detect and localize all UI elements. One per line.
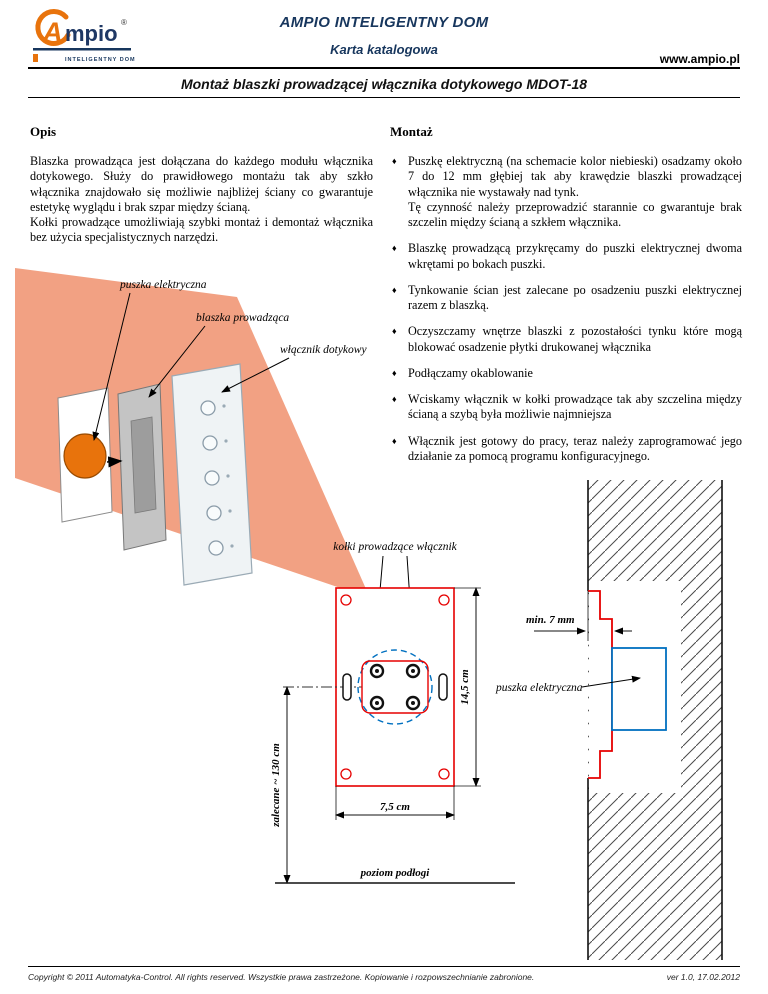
bullet-icon: ♦ <box>392 367 397 378</box>
electrical-box-plate <box>57 387 113 523</box>
inner-frame <box>361 660 429 714</box>
guide-plate <box>117 383 167 551</box>
plate-outline <box>335 587 455 787</box>
bullet-icon: ♦ <box>392 394 397 404</box>
bullet-icon: ♦ <box>392 284 397 295</box>
opis-section: Opis Blaszka prowadząca jest dołączana d… <box>30 124 373 246</box>
logo-divider <box>33 48 131 51</box>
page-title: Montaż blaszki prowadzącej włącznika dot… <box>180 76 588 92</box>
bullet-icon: ♦ <box>392 326 397 337</box>
leader-blaszka <box>148 325 206 398</box>
leader-puszka-section <box>581 675 641 688</box>
montaz-list: ♦ Puszkę elektryczną (na schemacie kolor… <box>390 154 742 464</box>
list-item-text: Podłączamy okablowanie <box>408 365 533 380</box>
footer-rule <box>28 966 740 967</box>
label-blaszka-prowadzaca: blaszka prowadząca <box>196 312 289 324</box>
wall-mount-illustration: puszka elektryczna blaszka prowadząca wł… <box>15 268 370 598</box>
ampio-logo: A mpio ® INTELIGENTNY DOM <box>33 8 135 63</box>
opis-paragraph-2: Kołki prowadzące umożliwiają szybki mont… <box>30 215 373 245</box>
wall-cross-section: min. 7 mm puszka elektryczna <box>495 480 723 960</box>
corner-hole <box>340 768 352 780</box>
list-item: ♦ Tynkowanie ścian jest zalecane po osad… <box>390 283 742 314</box>
list-item: ♦ Podłączamy okablowanie <box>390 366 742 381</box>
list-item: ♦ Puszkę elektryczną (na schemacie kolor… <box>390 154 742 230</box>
opis-heading: Opis <box>30 124 57 139</box>
company-title: AMPIO INTELIGENTNY DOM <box>279 14 489 31</box>
electrical-box-icon <box>63 433 107 479</box>
leader-puszka <box>92 292 131 441</box>
dim-distance: zalecane ~ 130 cm <box>270 743 282 828</box>
version-text: ver 1.0, 17.02.2012 <box>666 972 740 982</box>
logo-text: mpio <box>65 21 118 46</box>
montaz-section: Montaż ♦ Puszkę elektryczną (na schemaci… <box>390 124 742 475</box>
leader-wlacznik <box>221 357 290 393</box>
dim-depth: min. 7 mm <box>526 614 575 626</box>
logo-initial: A <box>42 17 63 47</box>
box-dashed-circle <box>357 649 433 725</box>
corner-hole <box>438 594 450 606</box>
list-item-text: Wciskamy włącznik w kołki prowadzące tak… <box>408 392 742 422</box>
logo-registered-icon: ® <box>121 18 127 27</box>
logo-tagline: INTELIGENTNY DOM <box>65 57 135 63</box>
label-puszka-section: puszka elektryczna <box>495 682 583 694</box>
guide-plate-dimension-drawing: kołki prowadzące włącznik <box>270 541 515 884</box>
title-rule <box>28 97 740 98</box>
list-item: ♦ Blaszkę prowadzącą przykręcamy do pusz… <box>390 241 742 272</box>
list-item-text: Puszkę elektryczną (na schemacie kolor n… <box>408 154 742 229</box>
corner-hole <box>340 594 352 606</box>
list-item-text: Tynkowanie ścian jest zalecane po osadze… <box>408 282 742 312</box>
bullet-icon: ♦ <box>392 435 397 446</box>
list-item-text: Blaszkę prowadzącą przykręcamy do puszki… <box>408 241 742 271</box>
header-rule <box>28 67 740 69</box>
logo-accent-square <box>33 54 38 62</box>
assembly-arrow-icon <box>106 456 123 468</box>
list-item: ♦ Włącznik jest gotowy do pracy, teraz n… <box>390 434 742 465</box>
label-kolki-prowadzace: kołki prowadzące włącznik <box>333 541 457 553</box>
label-wlacznik-dotykowy: włącznik dotykowy <box>280 344 367 356</box>
bullet-icon: ♦ <box>392 243 397 254</box>
corner-hole <box>438 768 450 780</box>
label-puszka-elektryczna: puszka elektryczna <box>119 279 207 291</box>
label-floor: poziom podłogi <box>360 867 431 879</box>
list-item-text: Włącznik jest gotowy do pracy, teraz nal… <box>408 433 742 463</box>
guide-pins <box>369 663 421 711</box>
document-type: Karta katalogowa <box>330 42 438 57</box>
dim-width: 7,5 cm <box>380 801 410 813</box>
list-item: ♦ Wciskamy włącznik w kołki prowadzące t… <box>390 392 742 423</box>
list-item: ♦ Oczyszczamy wnętrze blaszki z pozostał… <box>390 324 742 355</box>
copyright-text: Copyright © 2011 Automatyka-Control. All… <box>28 972 535 982</box>
dim-height: 14,5 cm <box>459 669 471 705</box>
touch-switch-panel <box>171 363 253 586</box>
opis-paragraph-1: Blaszka prowadząca jest dołączana do każ… <box>30 154 373 214</box>
montaz-heading: Montaż <box>390 124 433 139</box>
list-item-text: Oczyszczamy wnętrze blaszki z pozostałoś… <box>408 324 742 354</box>
logo-swoosh-icon <box>35 8 71 46</box>
electrical-box-section <box>611 647 667 731</box>
website-link[interactable]: www.ampio.pl <box>659 52 740 66</box>
screw-slot <box>342 673 352 701</box>
screw-slot <box>438 673 448 701</box>
bullet-icon: ♦ <box>392 156 397 166</box>
